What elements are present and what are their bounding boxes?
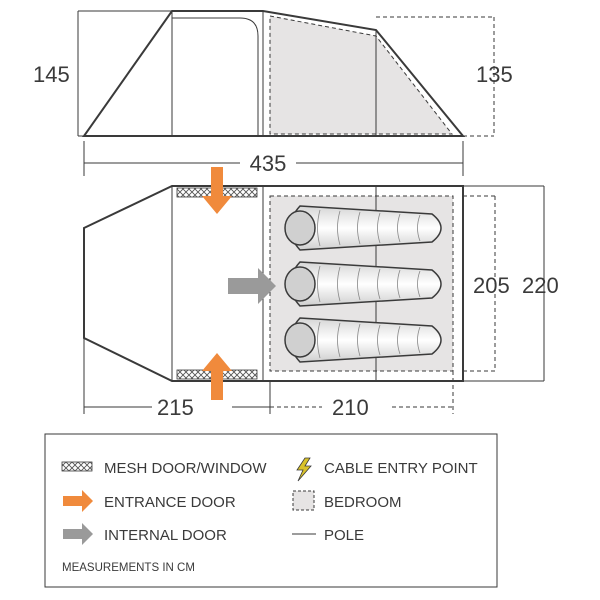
sleeping-bag: [284, 261, 442, 307]
legend-mesh-label: MESH DOOR/WINDOW: [104, 460, 267, 477]
legend-cable-label: CABLE ENTRY POINT: [324, 460, 478, 477]
legend-box: [44, 433, 498, 588]
dim-front-height: 145: [33, 62, 70, 87]
sleeping-bag: [284, 317, 442, 363]
legend: MESH DOOR/WINDOW ENTRANCE DOOR INTERNAL …: [44, 433, 498, 588]
legend-note: MEASUREMENTS IN CM: [62, 562, 195, 574]
legend-entrance-label: ENTRANCE DOOR: [104, 494, 236, 511]
bedroom-icon: [292, 490, 315, 511]
dim-rear-height: 135: [476, 62, 513, 87]
entrance-door-arrow: [202, 353, 232, 400]
internal-door-arrow: [228, 268, 276, 304]
side-view-bedroom-outline: [269, 15, 454, 135]
entrance-arrow-icon: [63, 490, 93, 512]
dim-porch-length: 215: [157, 395, 194, 420]
entrance-door-arrow: [202, 167, 232, 214]
dim-total-length: 435: [250, 151, 287, 176]
bottom-dimensions: 215 210: [83, 338, 454, 420]
legend-internal-label: INTERNAL DOOR: [104, 527, 227, 544]
internal-arrow-icon: [63, 523, 93, 545]
floor-plan: 205 220: [83, 167, 559, 400]
sleeping-bag: [284, 205, 442, 251]
mesh-door-icon: [61, 461, 93, 472]
side-view-outline: [82, 10, 466, 137]
dim-total-width: 220: [522, 273, 559, 298]
lightning-icon: [296, 457, 312, 482]
legend-bedroom-label: BEDROOM: [324, 494, 402, 511]
side-view-door-panel: [172, 17, 259, 136]
length-dimension: 435: [83, 141, 464, 176]
legend-pole-label: POLE: [324, 527, 364, 544]
dim-bedroom-width: 205: [473, 273, 510, 298]
side-view: 145 135: [33, 10, 513, 137]
side-view-bedroom-fill: [270, 16, 452, 134]
dim-bedroom-length: 210: [332, 395, 369, 420]
